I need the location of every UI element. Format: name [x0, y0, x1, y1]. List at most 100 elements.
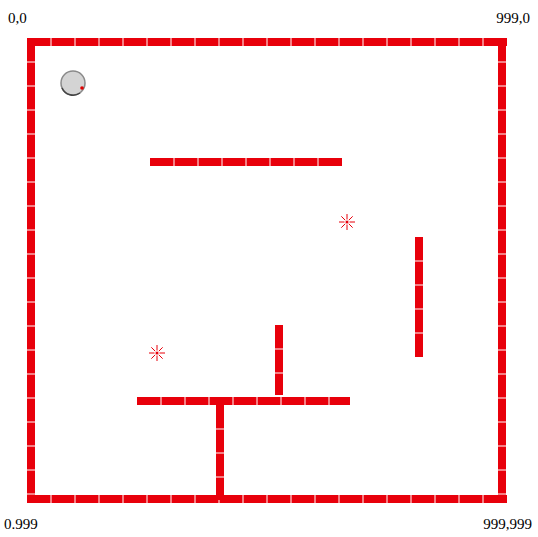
brick-joint [27, 62, 35, 63]
brick-joint [243, 495, 244, 503]
coordinate-label: 0.999 [4, 517, 38, 532]
brick-joint [75, 495, 76, 503]
target-ray [347, 225, 348, 231]
brick-joint [275, 349, 283, 350]
brick-joint [123, 495, 124, 503]
brick-joint [498, 182, 506, 183]
brick-joint [294, 158, 295, 166]
brick-joint [147, 495, 148, 503]
robot-heading-dot [80, 86, 84, 90]
coordinate-label: 999,0 [496, 11, 530, 26]
brick-joint [27, 374, 35, 375]
target-ray [151, 347, 155, 351]
brick-joint [171, 495, 172, 503]
brick-joint [267, 38, 268, 46]
brick-joint [498, 350, 506, 351]
brick-joint [27, 350, 35, 351]
brick-joint [315, 495, 316, 503]
brick-joint [483, 38, 484, 46]
brick-joint [415, 261, 423, 262]
brick-joint [498, 422, 506, 423]
brick-joint [243, 38, 244, 46]
brick-joint [498, 86, 506, 87]
target-ray [149, 353, 155, 354]
wall [27, 38, 507, 46]
brick-joint [435, 38, 436, 46]
brick-joint [27, 182, 35, 183]
brick-joint [435, 495, 436, 503]
brick-joint [27, 158, 35, 159]
brick-joint [270, 158, 271, 166]
brick-joint [339, 495, 340, 503]
brick-joint [216, 477, 224, 478]
brick-joint [51, 38, 52, 46]
brick-joint [498, 302, 506, 303]
brick-joint [483, 495, 484, 503]
target-ray [349, 224, 353, 228]
brick-joint [51, 495, 52, 503]
brick-joint [498, 326, 506, 327]
brick-joint [27, 86, 35, 87]
brick-joint [498, 398, 506, 399]
target-ray [160, 353, 166, 354]
brick-joint [498, 110, 506, 111]
brick-joint [209, 397, 210, 405]
brick-joint [147, 38, 148, 46]
brick-joint [99, 38, 100, 46]
brick-joint [291, 38, 292, 46]
wall-group [27, 38, 507, 503]
target-marker [339, 214, 355, 230]
brick-joint [498, 134, 506, 135]
brick-joint [75, 38, 76, 46]
brick-joint [27, 470, 35, 471]
robot-body [61, 71, 85, 95]
target-ray [151, 355, 155, 359]
brick-joint [498, 374, 506, 375]
brick-joint [27, 446, 35, 447]
robot [61, 71, 85, 95]
brick-joint [161, 397, 162, 405]
brick-joint [185, 397, 186, 405]
brick-joint [411, 38, 412, 46]
brick-joint [459, 495, 460, 503]
coordinate-label: 999,999 [483, 517, 532, 532]
brick-joint [195, 495, 196, 503]
brick-joint [99, 495, 100, 503]
brick-joint [415, 309, 423, 310]
brick-joint [27, 206, 35, 207]
target-center [346, 221, 349, 224]
brick-joint [27, 398, 35, 399]
brick-joint [27, 494, 35, 495]
brick-joint [267, 495, 268, 503]
brick-joint [339, 38, 340, 46]
brick-joint [281, 397, 282, 405]
robot-shadow [62, 88, 80, 95]
brick-joint [195, 38, 196, 46]
brick-joint [219, 38, 220, 46]
brick-joint [123, 38, 124, 46]
brick-joint [171, 38, 172, 46]
brick-joint [27, 230, 35, 231]
target-ray [341, 216, 345, 220]
brick-joint [387, 38, 388, 46]
coordinate-label: 0,0 [8, 11, 27, 26]
wall [216, 405, 224, 500]
brick-joint [27, 110, 35, 111]
brick-joint [27, 278, 35, 279]
brick-joint [27, 326, 35, 327]
wall [27, 495, 507, 503]
brick-joint [315, 38, 316, 46]
wall [150, 158, 342, 166]
target-center [156, 352, 159, 355]
brick-joint [233, 397, 234, 405]
target-ray [159, 347, 163, 351]
brick-joint [363, 38, 364, 46]
brick-joint [459, 38, 460, 46]
target-ray [341, 224, 345, 228]
brick-joint [27, 302, 35, 303]
brick-joint [27, 422, 35, 423]
target-ray [159, 355, 163, 359]
brick-joint [329, 397, 330, 405]
